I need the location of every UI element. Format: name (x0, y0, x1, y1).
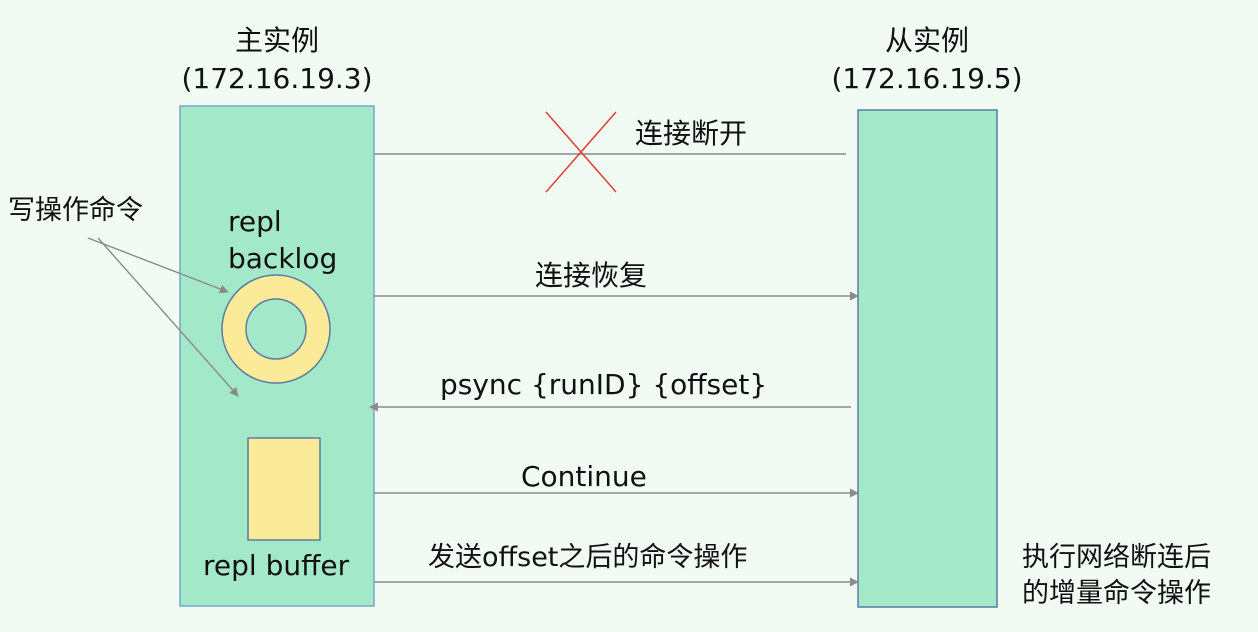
slave-ip: (172.16.19.5) (831, 62, 1023, 95)
repl-buffer-box (247, 437, 321, 541)
continue-label: Continue (521, 460, 647, 493)
psync-label: psync {runID} {offset} (440, 368, 768, 401)
send-after-offset-label: 发送offset之后的命令操作 (428, 542, 748, 573)
write-ops-arrow-to-backlog (87, 237, 229, 294)
repl-backlog-ring-outer-edge (221, 274, 331, 384)
slave-instance-box (857, 109, 998, 608)
disconnect-label: 连接断开 (635, 117, 748, 150)
write-ops-arrow-to-buffer (97, 237, 239, 397)
repl-backlog-ring (222, 275, 330, 383)
slave-note: 执行网络断连后 的增量命令操作 (1022, 540, 1211, 612)
slave-note-line2: 的增量命令操作 (1022, 578, 1211, 609)
disconnect-cross-stroke-2 (545, 111, 617, 193)
reconnect-label: 连接恢复 (535, 259, 648, 292)
slave-note-line1: 执行网络断连后 (1022, 542, 1211, 573)
write-ops-label: 写操作命令 (8, 195, 143, 226)
master-ip: (172.16.19.3) (181, 62, 373, 95)
slave-title: 从实例 (884, 24, 969, 57)
master-title: 主实例 (234, 24, 319, 57)
repl-backlog-label-line2: backlog (228, 242, 338, 275)
repl-backlog-ring-inner-edge (245, 298, 307, 360)
repl-buffer-label: repl buffer (203, 549, 350, 582)
repl-backlog-label-line1: repl (228, 205, 282, 238)
